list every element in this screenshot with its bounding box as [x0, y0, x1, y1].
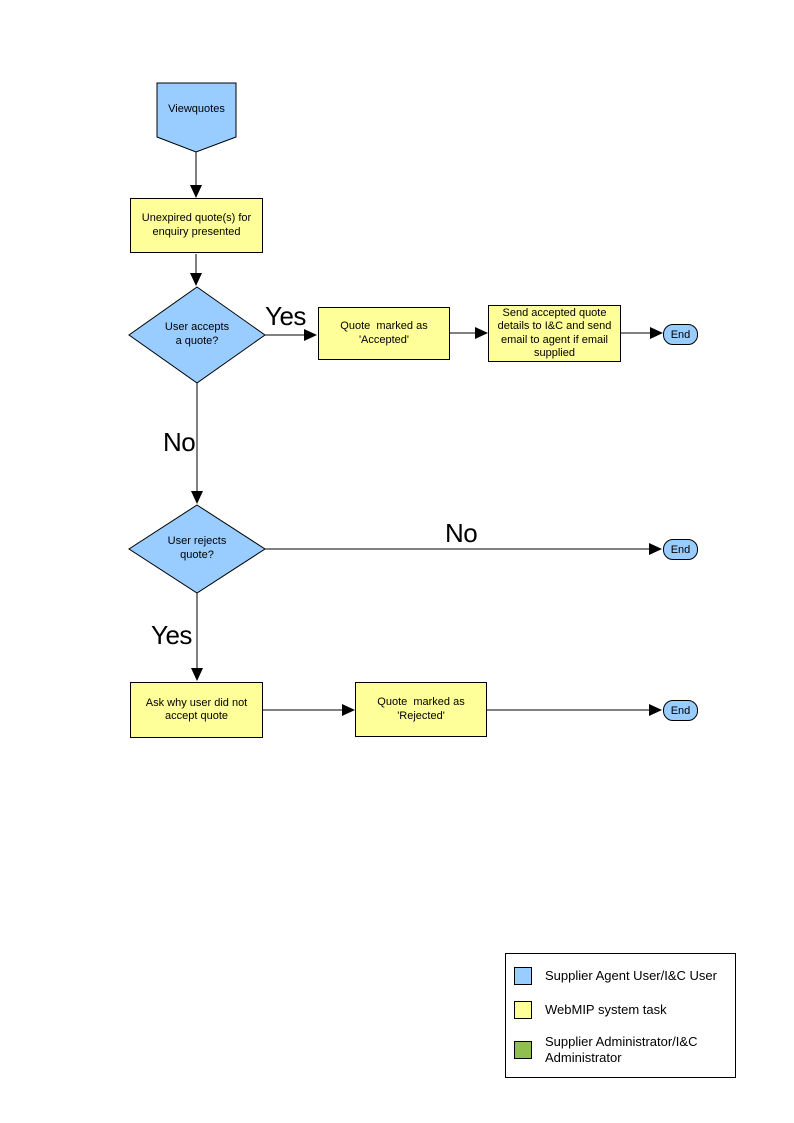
edge-label-no-2: No — [445, 518, 478, 548]
arrowhead-icon — [190, 273, 202, 286]
legend-label: WebMIP system task — [545, 1002, 667, 1017]
edge-label-no-1: No — [163, 427, 196, 457]
legend-item-admin: Supplier Administrator/I&C Administrator — [514, 1034, 727, 1065]
node-end-2: End — [663, 539, 698, 560]
offpage-connector-shape — [156, 82, 237, 153]
arrowhead-icon — [191, 668, 203, 681]
arrowhead-icon — [190, 185, 202, 198]
arrowhead-icon — [475, 327, 488, 339]
arrowhead-icon — [191, 491, 203, 504]
legend-item-system: WebMIP system task — [514, 1000, 727, 1019]
legend-label: Supplier Agent User/I&C User — [545, 968, 717, 984]
legend-item-user: Supplier Agent User/I&C User — [514, 967, 727, 985]
node-send-details: Send accepted quote details to I&C and s… — [488, 305, 621, 362]
node-end-1: End — [663, 324, 698, 345]
node-mark-rejected: Quote marked as 'Rejected' — [355, 682, 487, 737]
arrowhead-icon — [649, 704, 662, 716]
node-ask-why: Ask why user did not accept quote — [130, 682, 263, 738]
legend-label: Supplier Administrator/I&C Administrator — [545, 1034, 698, 1065]
admin-swatch-icon — [514, 1040, 532, 1059]
node-end-3: End — [663, 700, 698, 721]
user-swatch-icon — [514, 967, 532, 985]
node-reject-decision-label: User rejects quote? — [167, 535, 227, 561]
arrowhead-icon — [650, 327, 663, 339]
edge-label-yes-1: Yes — [265, 301, 306, 331]
node-start-label: Viewquotes — [168, 103, 225, 116]
arrowhead-icon — [342, 704, 355, 716]
arrowhead-icon — [304, 329, 317, 341]
node-present-quotes: Unexpired quote(s) for enquiry presented — [130, 198, 263, 253]
system-task-swatch-icon — [514, 1000, 532, 1019]
node-accept-decision-label: User accepts a quote? — [164, 321, 230, 347]
legend: Supplier Agent User/I&C User WebMIP syst… — [505, 953, 736, 1078]
arrowhead-icon — [649, 543, 662, 555]
node-mark-accepted: Quote marked as 'Accepted' — [318, 307, 450, 360]
edge-label-yes-2: Yes — [151, 620, 192, 650]
